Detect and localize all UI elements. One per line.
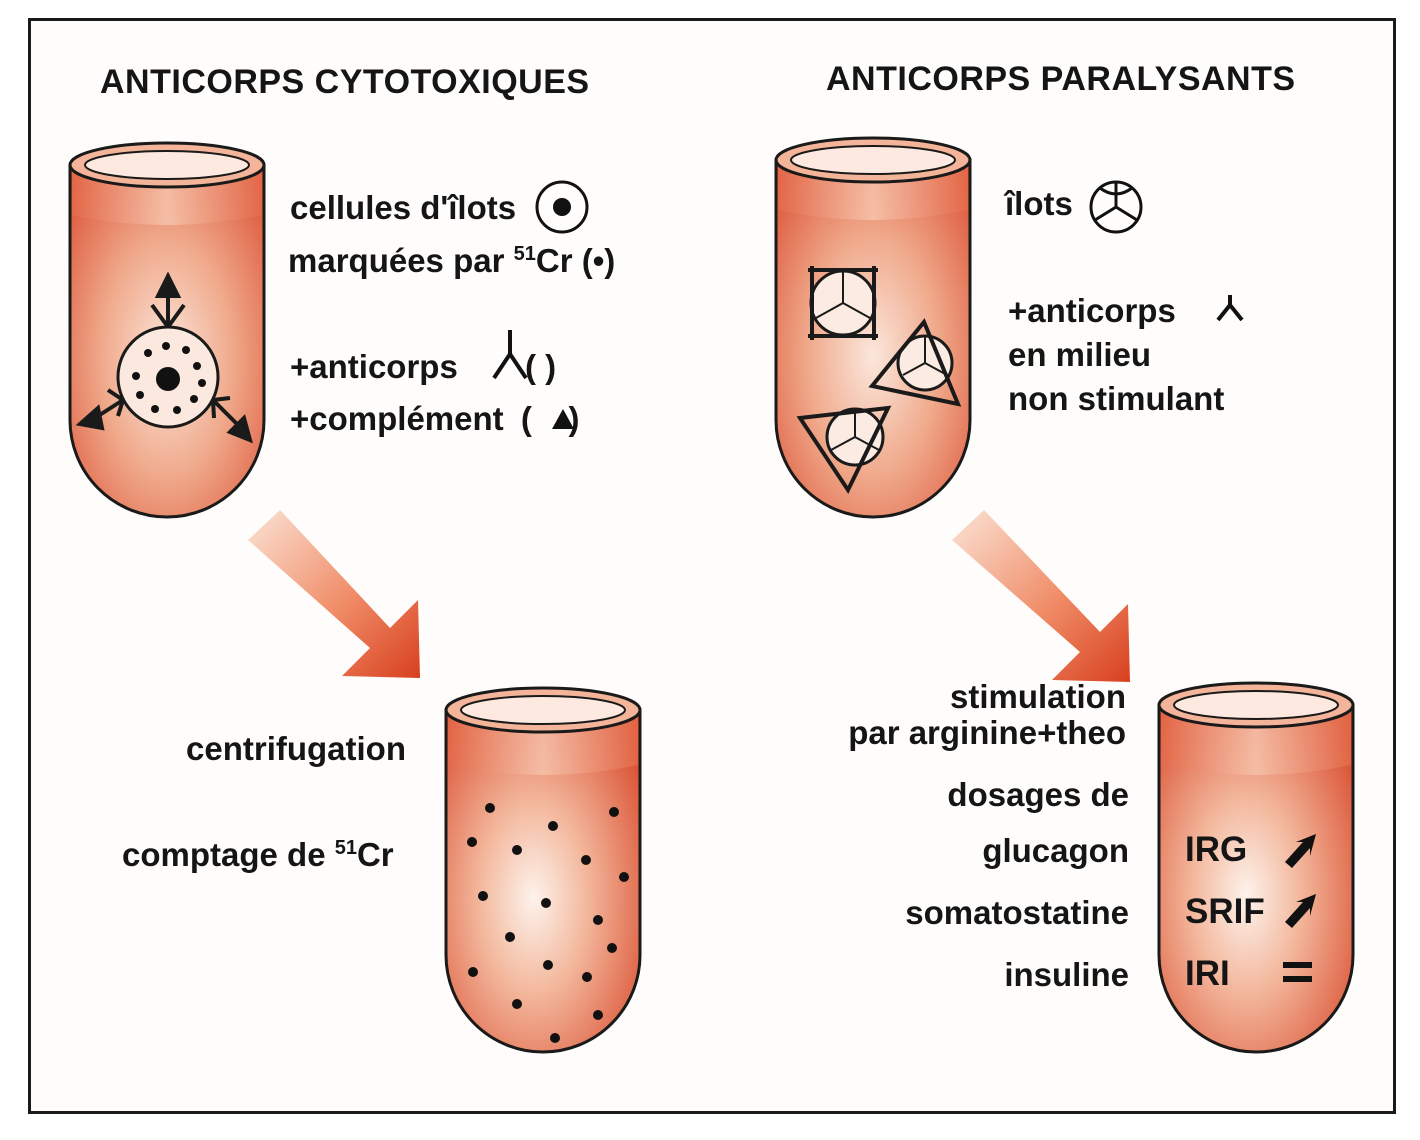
complement-triangle-icon [552, 409, 574, 429]
label-cr-element: Cr [535, 242, 573, 279]
code-irg: IRG [1185, 830, 1248, 869]
label-chromium-count: comptage de 51Cr [122, 838, 394, 871]
label-centrifugation: centrifugation [186, 730, 406, 767]
islet-symbol-icon [1089, 180, 1143, 234]
process-arrow-left [248, 510, 420, 678]
label-marked-by: marquées par 51Cr (•) [288, 244, 615, 277]
label-arginine-theo: par arginine+theo [848, 714, 1126, 751]
label-marked-by-text: marquées par [288, 242, 505, 279]
code-srif: SRIF [1185, 892, 1265, 931]
label-complement-text: +complément [290, 400, 504, 437]
label-antibody-right: +anticorps [1008, 292, 1176, 329]
label-complement: +complément ( ) [290, 400, 580, 437]
labelled-cell-symbol-icon [535, 180, 589, 234]
label-medium: en milieu [1008, 336, 1152, 373]
tube-paralysing-top [774, 136, 972, 519]
released-chromium-dots [467, 803, 629, 1043]
label-marker-symbol: (•) [581, 242, 616, 279]
label-dosages: dosages de [947, 776, 1129, 813]
label-cr-isotope: 51 [513, 243, 536, 265]
label-non-stimulant: non stimulant [1008, 380, 1225, 417]
islet-clusters [796, 266, 962, 495]
antibody-symbol-icon-right [1216, 295, 1244, 322]
label-islet-cells: cellules d'îlots [290, 189, 517, 226]
process-arrow-right [952, 510, 1130, 682]
insulin-equal-sign-icon [1283, 962, 1312, 982]
label-count-element: Cr [356, 836, 394, 873]
title-paralysing: ANTICORPS PARALYSANTS [826, 60, 1296, 98]
antibody-symbol-icon [492, 330, 528, 380]
glucagon-increase-arrow-icon [1285, 834, 1316, 868]
label-insulin: insuline [1004, 956, 1129, 993]
label-somatostatin: somatostatine [905, 894, 1129, 931]
label-antibody: +anticorps ( ) [290, 348, 557, 385]
labelled-islet-cell [116, 325, 220, 429]
label-islets: îlots [1005, 185, 1073, 222]
label-count-text: comptage de [122, 836, 326, 873]
label-stimulation: stimulation [949, 678, 1126, 715]
antibody-complement-icons [75, 271, 253, 444]
label-count-isotope: 51 [334, 837, 357, 859]
label-antibody-text: +anticorps [290, 348, 458, 385]
code-iri: IRI [1185, 954, 1230, 993]
title-cytotoxic: ANTICORPS CYTOTOXIQUES [100, 63, 590, 101]
tube-cytotoxic-bottom [444, 686, 642, 1054]
tube-cytotoxic-top [68, 141, 266, 519]
label-glucagon: glucagon [982, 832, 1129, 869]
somatostatin-increase-arrow-icon [1285, 894, 1316, 928]
